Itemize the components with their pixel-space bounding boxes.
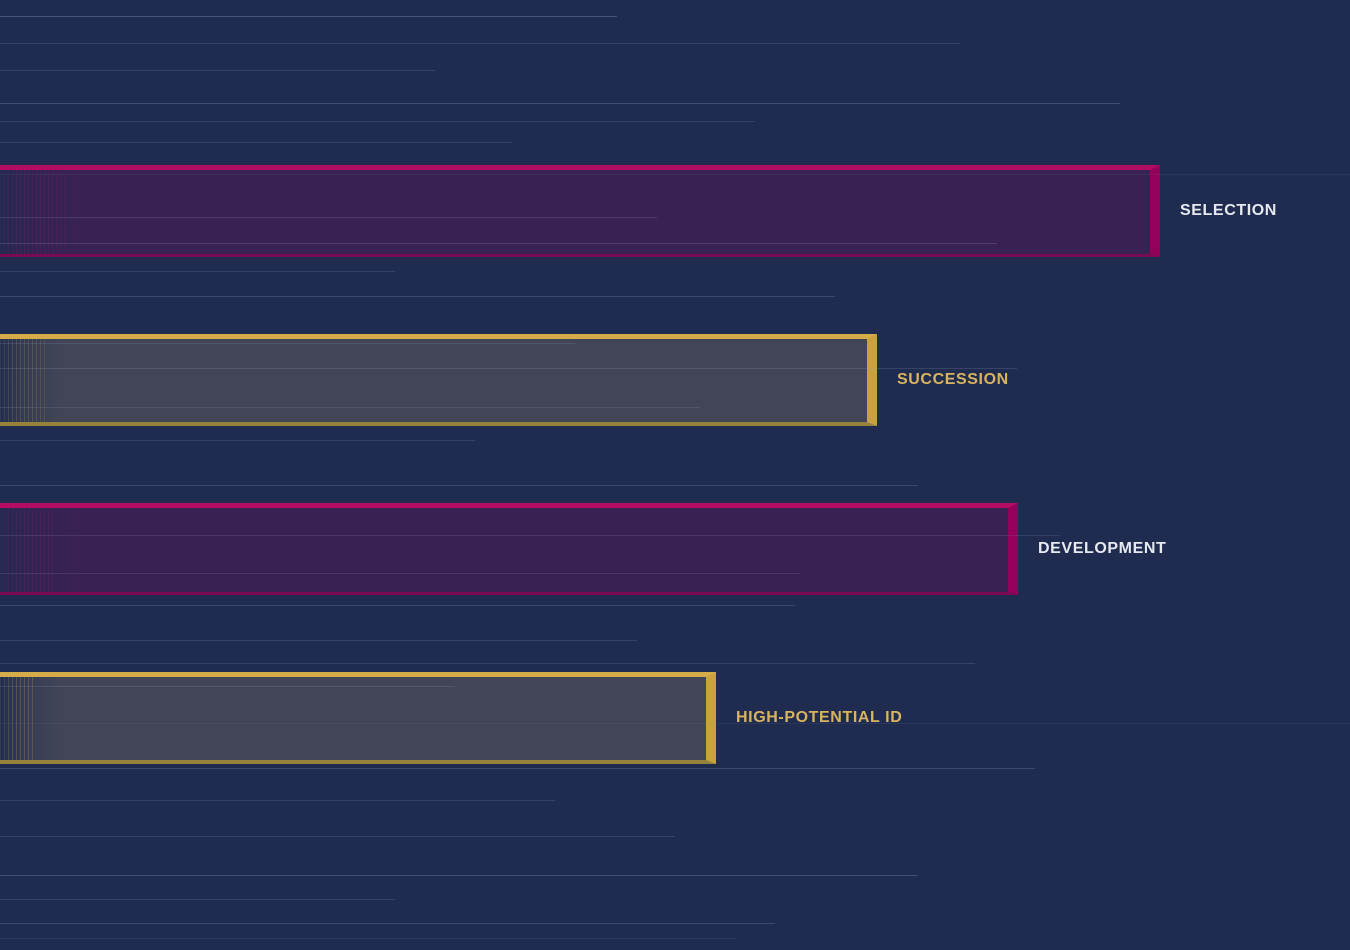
streak-line	[0, 16, 617, 17]
streak-line	[0, 836, 675, 837]
streak-line	[0, 640, 637, 641]
bar-development-label: DEVELOPMENT	[1038, 540, 1167, 557]
bar-selection-fill	[0, 165, 1160, 257]
bar-selection-label: SELECTION	[1180, 202, 1277, 219]
streak-line	[0, 70, 435, 71]
bar-succession-fill	[0, 334, 877, 426]
bar-selection: SELECTION	[0, 165, 1276, 257]
bar-high-potential-id-fill	[0, 672, 716, 764]
streak-line	[0, 485, 918, 486]
streak-line	[0, 923, 775, 924]
streak-line	[0, 440, 475, 441]
bar-development: DEVELOPMENT	[0, 503, 1166, 595]
streak-line	[0, 142, 512, 143]
streak-line	[0, 121, 755, 122]
streak-line	[0, 605, 795, 606]
bar-development-fill	[0, 503, 1018, 595]
streak-line	[0, 875, 918, 876]
streak-line	[0, 43, 960, 44]
bar-high-potential-id-label: HIGH-POTENTIAL ID	[736, 709, 903, 726]
streak-line	[0, 899, 395, 900]
streak-line	[0, 938, 735, 939]
streak-line	[0, 296, 835, 297]
bar-succession-label: SUCCESSION	[897, 371, 1009, 388]
bar-high-potential-id: HIGH-POTENTIAL ID	[0, 672, 902, 764]
streak-line	[0, 768, 1035, 769]
streak-line	[0, 800, 555, 801]
streak-line	[0, 103, 1120, 104]
streak-line	[0, 271, 395, 272]
bar-succession: SUCCESSION	[0, 334, 1008, 426]
streak-line	[0, 663, 975, 664]
